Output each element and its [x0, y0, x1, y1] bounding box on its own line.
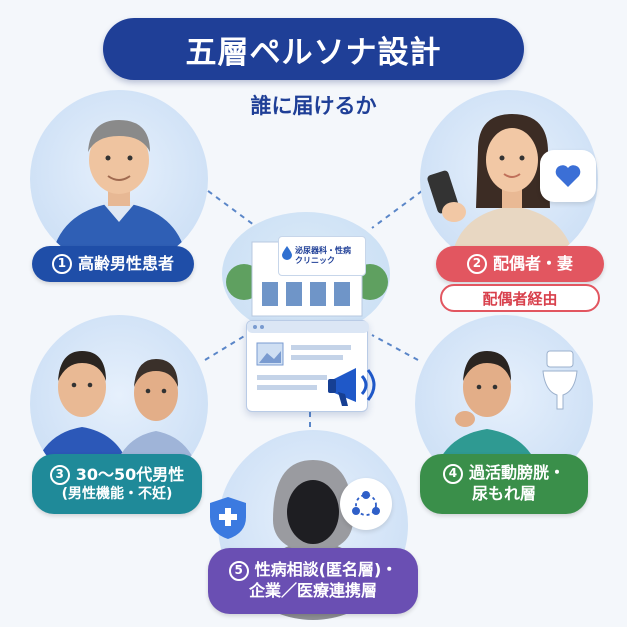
- clinic-background: [222, 212, 390, 336]
- network-badge: [340, 478, 392, 530]
- persona-4-title: 過活動膀胱・: [468, 463, 565, 483]
- persona-3-sublabel: (男性機能・不妊): [61, 486, 173, 503]
- page-subtitle: 誰に届けるか: [250, 94, 377, 118]
- title-banner: 五層ペルソナ設計: [103, 18, 524, 80]
- elderly-man-icon: [50, 120, 188, 268]
- network-people-icon: [352, 491, 380, 516]
- persona-3-number: 3: [49, 465, 70, 485]
- clinic-sign-line1: 泌尿器科・性病: [295, 245, 351, 255]
- megaphone-icon: [328, 368, 376, 406]
- clinic-sign-line2: クリニック: [295, 256, 335, 265]
- heart-icon: [555, 165, 581, 187]
- droplet-icon: [282, 246, 292, 260]
- page-title: 五層ペルソナ設計: [185, 34, 442, 71]
- toilet-icon: [542, 350, 578, 410]
- persona-4-number: 4: [442, 463, 463, 484]
- persona-5-title: 性病相談(匿名層)・: [254, 560, 398, 580]
- heart-speech-bubble: [540, 150, 596, 202]
- shield-plus-icon: [210, 497, 246, 539]
- persona-1-title: 高齢男性患者: [77, 253, 174, 273]
- persona-2-title: 配偶者・妻: [492, 253, 573, 273]
- persona-2-number: 2: [466, 254, 487, 275]
- persona-2-sublabel: 配偶者経由: [440, 284, 600, 312]
- clinic-building-icon: [226, 241, 388, 317]
- clinic-sign: 泌尿器科・性病 クリニック: [278, 236, 366, 276]
- persona-4-sublabel: 尿もれ層: [471, 484, 536, 503]
- persona-1-number: 1: [51, 254, 72, 275]
- persona-5-number: 5: [228, 560, 249, 581]
- persona-1-circle: [30, 90, 208, 268]
- persona-5-sublabel: 企業／医療連携層: [248, 581, 377, 600]
- web-page-icon: [247, 321, 369, 390]
- persona-3-title: 30〜50代男性: [75, 464, 185, 484]
